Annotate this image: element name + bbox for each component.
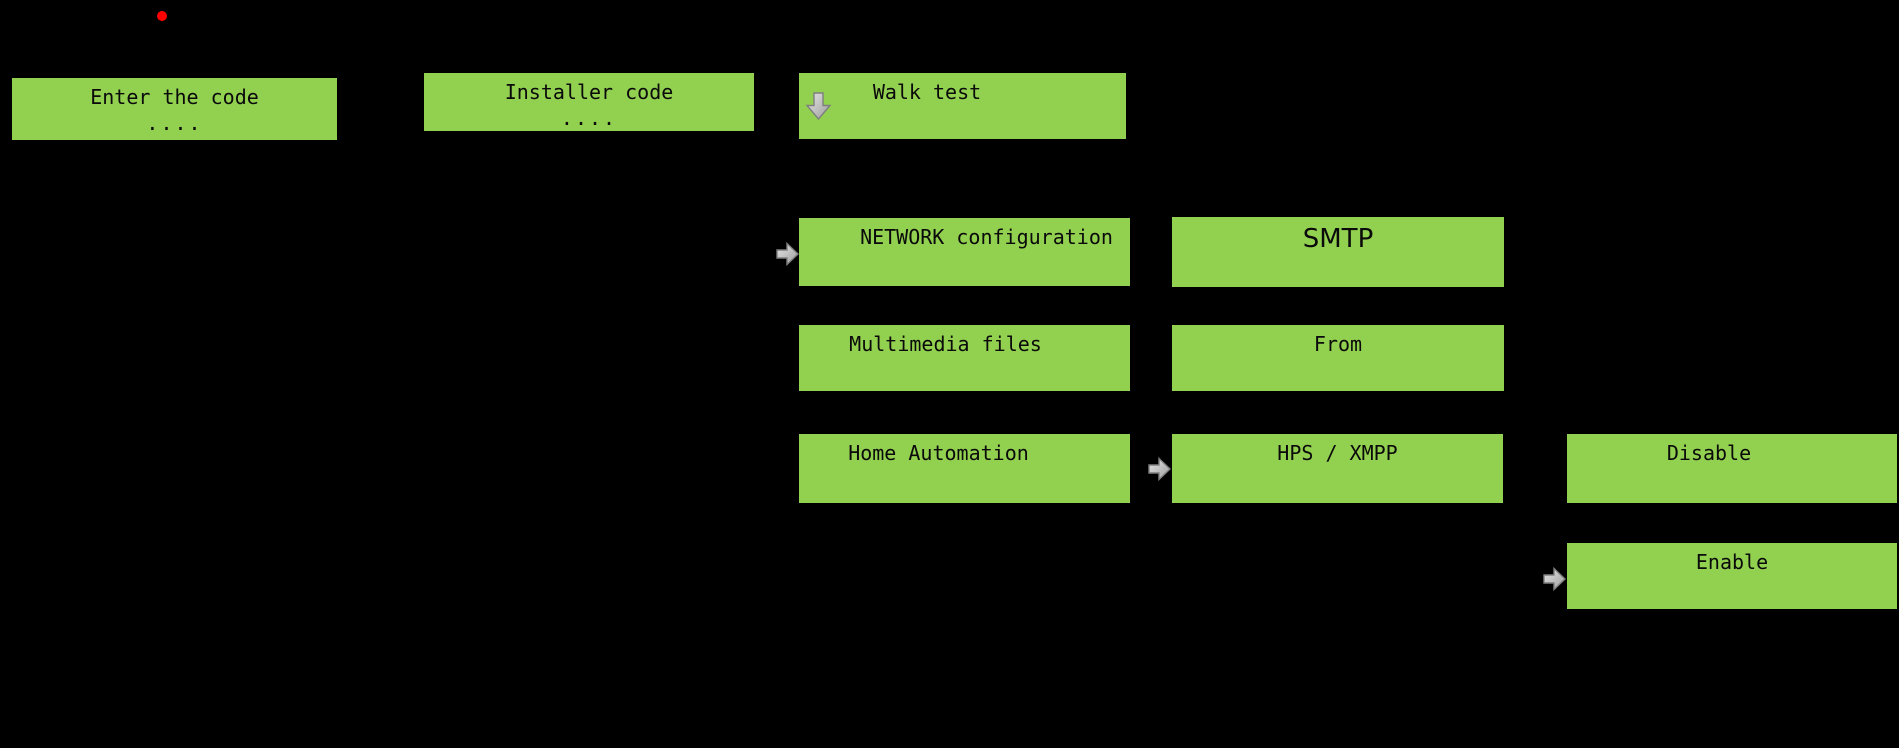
flow-box-label: HPS / XMPP: [1277, 441, 1398, 465]
code-dots: ....: [146, 111, 203, 135]
flow-box-label: NETWORK configuration: [860, 225, 1113, 249]
flow-box-from: From: [1172, 325, 1504, 391]
flow-box-installer-code: Installer code ....: [424, 73, 754, 131]
flow-box-label: Multimedia files: [849, 332, 1042, 356]
arrow-right-icon: [776, 241, 799, 267]
flow-box-disable: Disable: [1567, 434, 1897, 503]
flow-box-label: From: [1313, 332, 1363, 356]
flow-box-label: Walk test: [872, 80, 982, 104]
flow-box-label: Enter the code: [90, 85, 259, 109]
arrow-down-icon: [805, 92, 832, 120]
flow-box-home-automation: Home Automation: [799, 434, 1130, 503]
arrow-right-icon: [1148, 456, 1171, 482]
flow-box-smtp: SMTP: [1172, 217, 1504, 287]
flow-box-label: SMTP: [1302, 224, 1374, 254]
arrow-right-icon: [1543, 566, 1566, 592]
flow-box-label: Installer code: [504, 80, 674, 104]
flow-box-hps-xmpp: HPS / XMPP: [1172, 434, 1503, 503]
code-dots: ....: [560, 106, 618, 130]
flow-box-label: Enable: [1695, 550, 1769, 574]
flow-box-multimedia-files: Multimedia files: [799, 325, 1130, 391]
flow-box-walk-test: Walk test: [799, 73, 1126, 139]
red-dot-icon: [157, 11, 167, 21]
flow-box-label: Disable: [1666, 441, 1752, 465]
flow-box-enter-code: Enter the code ....: [12, 78, 337, 140]
flow-box-enable: Enable: [1567, 543, 1897, 609]
flow-box-label: Home Automation: [848, 441, 1029, 465]
flow-box-network-configuration: NETWORK configuration: [799, 218, 1130, 286]
